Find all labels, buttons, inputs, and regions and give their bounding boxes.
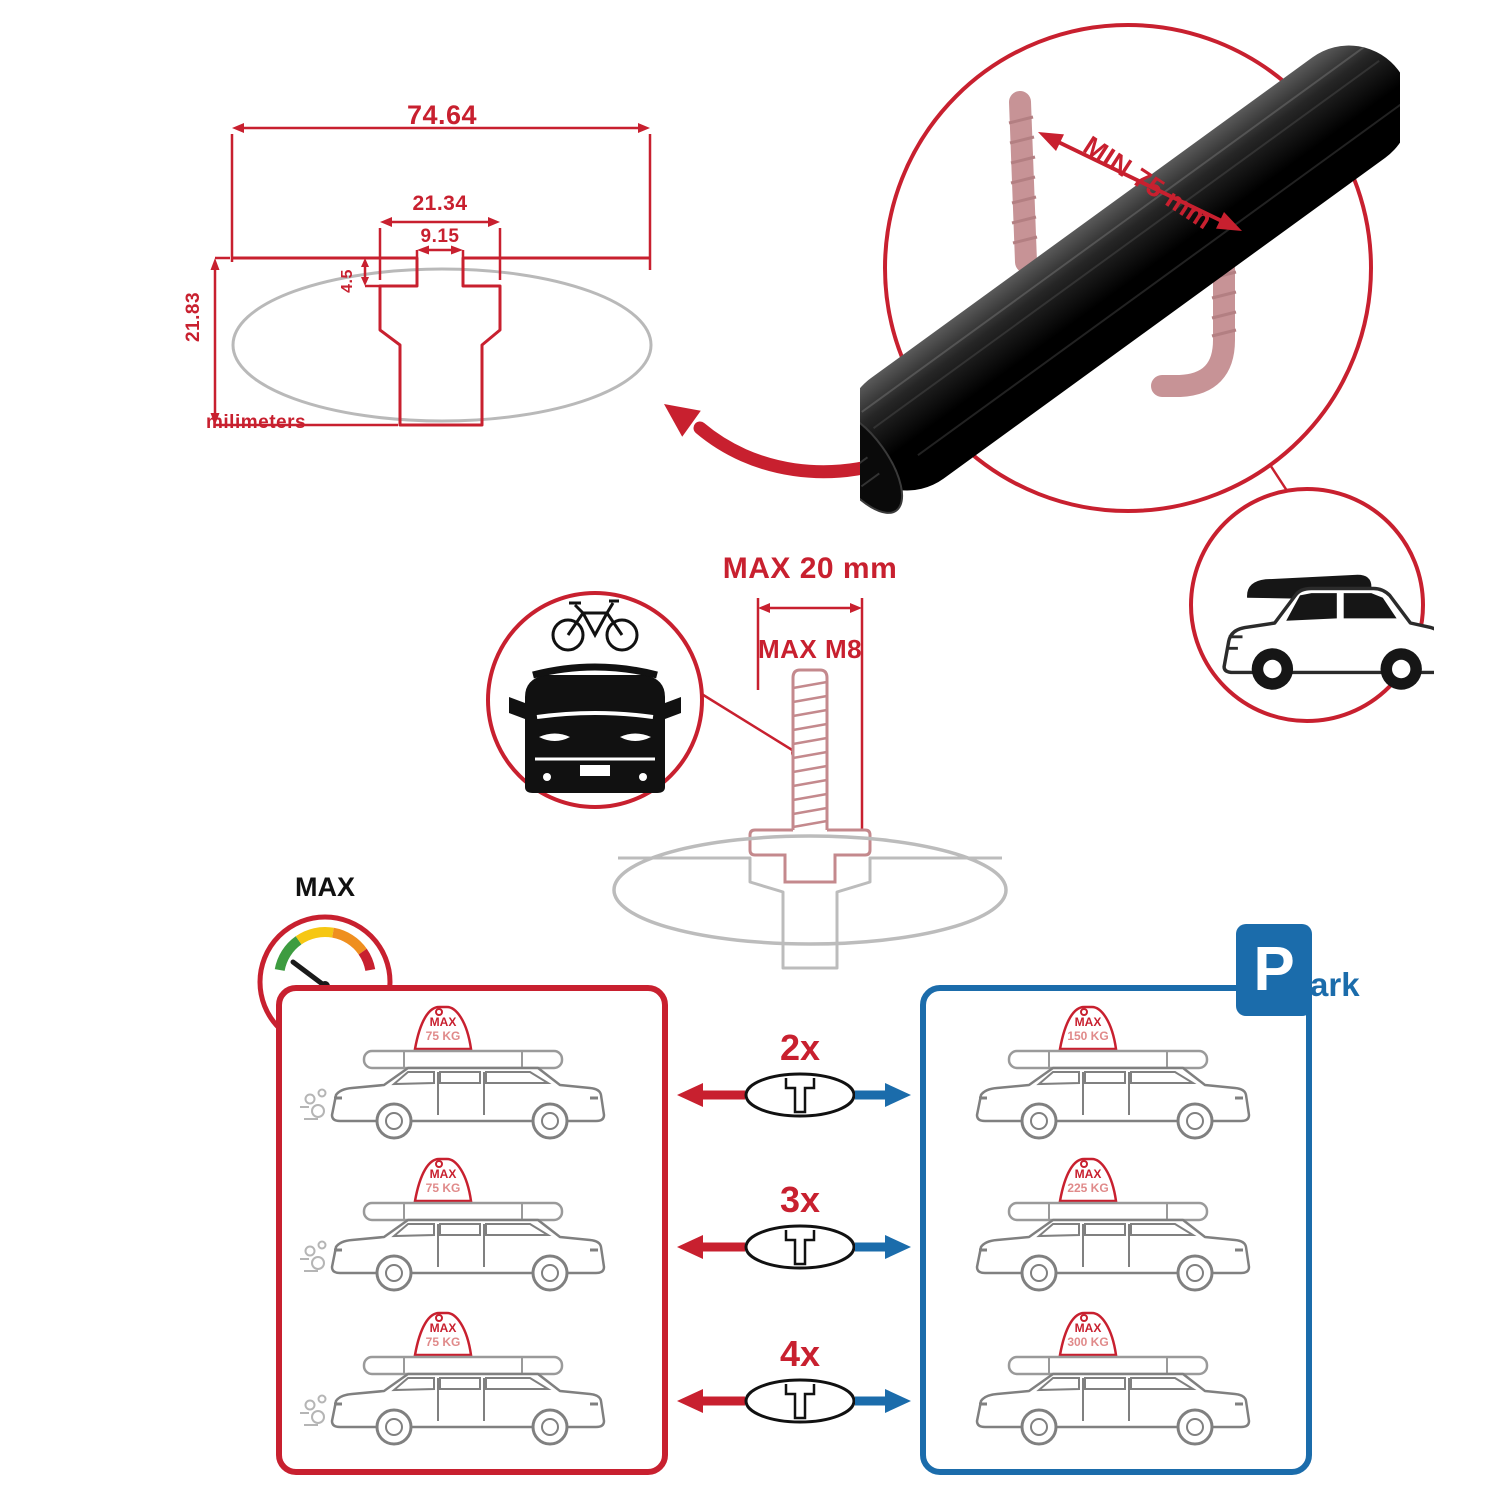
t-slot-profile [232, 256, 650, 427]
park-sign-suffix: ark [1310, 966, 1360, 1003]
arrowhead [664, 404, 701, 437]
driving-load-badge: MAX 75 KG [425, 1167, 461, 1195]
bolt-dimension-drawing [612, 598, 1008, 970]
car-front-bike-callout [486, 591, 704, 809]
speed-max-label: MAX [295, 872, 355, 902]
bolt-max-thread-label: MAX M8 [757, 634, 863, 664]
bar-ellipse-ghost [612, 834, 1008, 946]
driving-load-badge: MAX 75 KG [425, 1321, 461, 1349]
dim-total-height: 21.83 [183, 291, 204, 343]
driving-load-badge: MAX 75 KG [425, 1015, 461, 1043]
dim-lip-depth: 4.5 [339, 269, 356, 293]
bar-count-2x: 2x [779, 1027, 821, 1068]
bolt-max-width-label: MAX 20 mm [722, 552, 898, 585]
bolt-dimension-lines [756, 598, 864, 840]
bike-icon [551, 599, 639, 652]
car-front-icon [509, 663, 681, 793]
parked-load-badge: MAX 150 KG [1067, 1015, 1109, 1043]
suv-roofbox-callout [1189, 487, 1434, 723]
park-sign: P [1236, 924, 1312, 1016]
dimension-lines [213, 126, 652, 427]
t-slot-ghost [618, 856, 1002, 970]
bolt-icon [748, 668, 872, 884]
suv-roofbox-icon [1222, 574, 1434, 690]
dim-total-width: 74.64 [406, 100, 478, 130]
bar-count-row [677, 1224, 911, 1270]
bar-count-row [677, 1378, 911, 1424]
bar-count-3x: 3x [779, 1179, 821, 1220]
driving-cars [299, 1005, 606, 1446]
bar-count-row [677, 1072, 911, 1118]
dimension-arrowheads [210, 123, 650, 425]
dim-slot-outer-width: 21.34 [412, 192, 468, 215]
bar-count-4x: 4x [779, 1333, 821, 1374]
crossbar-section-drawing [210, 123, 653, 427]
bar-count-column [677, 1072, 911, 1424]
dim-slot-inner-width: 9.15 [420, 226, 460, 247]
crossbar-bar-icon [860, 45, 1400, 514]
crossbar-render [860, 23, 1400, 514]
bar-ellipse-outline [231, 267, 653, 423]
parked-load-badge: MAX 300 KG [1067, 1321, 1109, 1349]
parked-cars [975, 1005, 1251, 1446]
units-label: milimeters [206, 412, 307, 433]
min-length-arrow [1038, 132, 1242, 231]
parked-load-badge: MAX 225 KG [1067, 1167, 1109, 1195]
